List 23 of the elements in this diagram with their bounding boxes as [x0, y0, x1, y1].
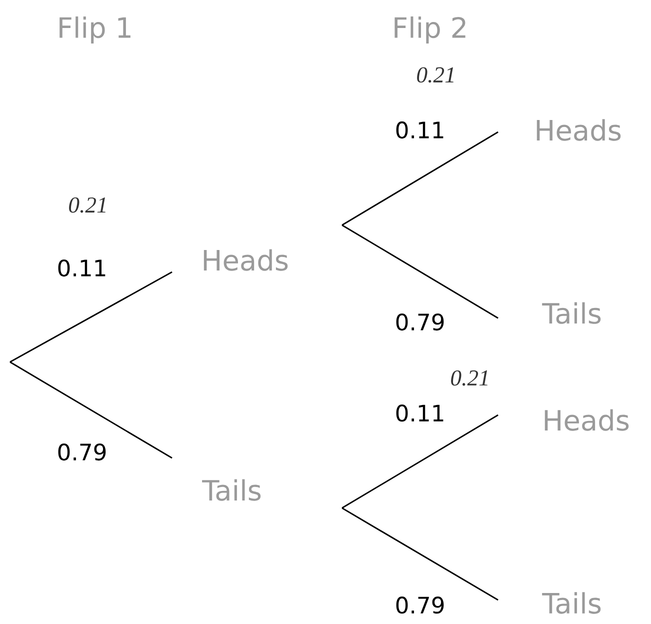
- branch-line: [10, 361, 172, 459]
- branch-line: [342, 224, 498, 319]
- probability-label: 0.79: [393, 312, 447, 332]
- probability-label: 0.79: [393, 595, 447, 615]
- column-heading: Flip 2: [394, 16, 466, 44]
- column-heading: Flip 1: [60, 16, 130, 44]
- outcome-label: Tails: [542, 302, 601, 324]
- handwritten-note: 0.21: [451, 370, 488, 386]
- handwritten-note: 0.21: [417, 67, 454, 83]
- branch-line: [342, 507, 498, 601]
- handwritten-note: 0.21: [69, 197, 106, 213]
- outcome-label: Heads: [544, 409, 629, 431]
- outcome-label: Heads: [536, 119, 621, 141]
- branch-line: [342, 414, 498, 509]
- probability-label: 0.11: [393, 120, 447, 140]
- branch-line: [10, 271, 172, 363]
- outcome-label: Heads: [204, 249, 288, 271]
- outcome-label: Tails: [202, 479, 261, 501]
- outcome-label: Tails: [542, 592, 601, 614]
- probability-label: 0.11: [393, 403, 447, 423]
- branch-line: [342, 131, 498, 226]
- probability-label: 0.79: [55, 442, 109, 462]
- probability-label: 0.11: [55, 258, 109, 278]
